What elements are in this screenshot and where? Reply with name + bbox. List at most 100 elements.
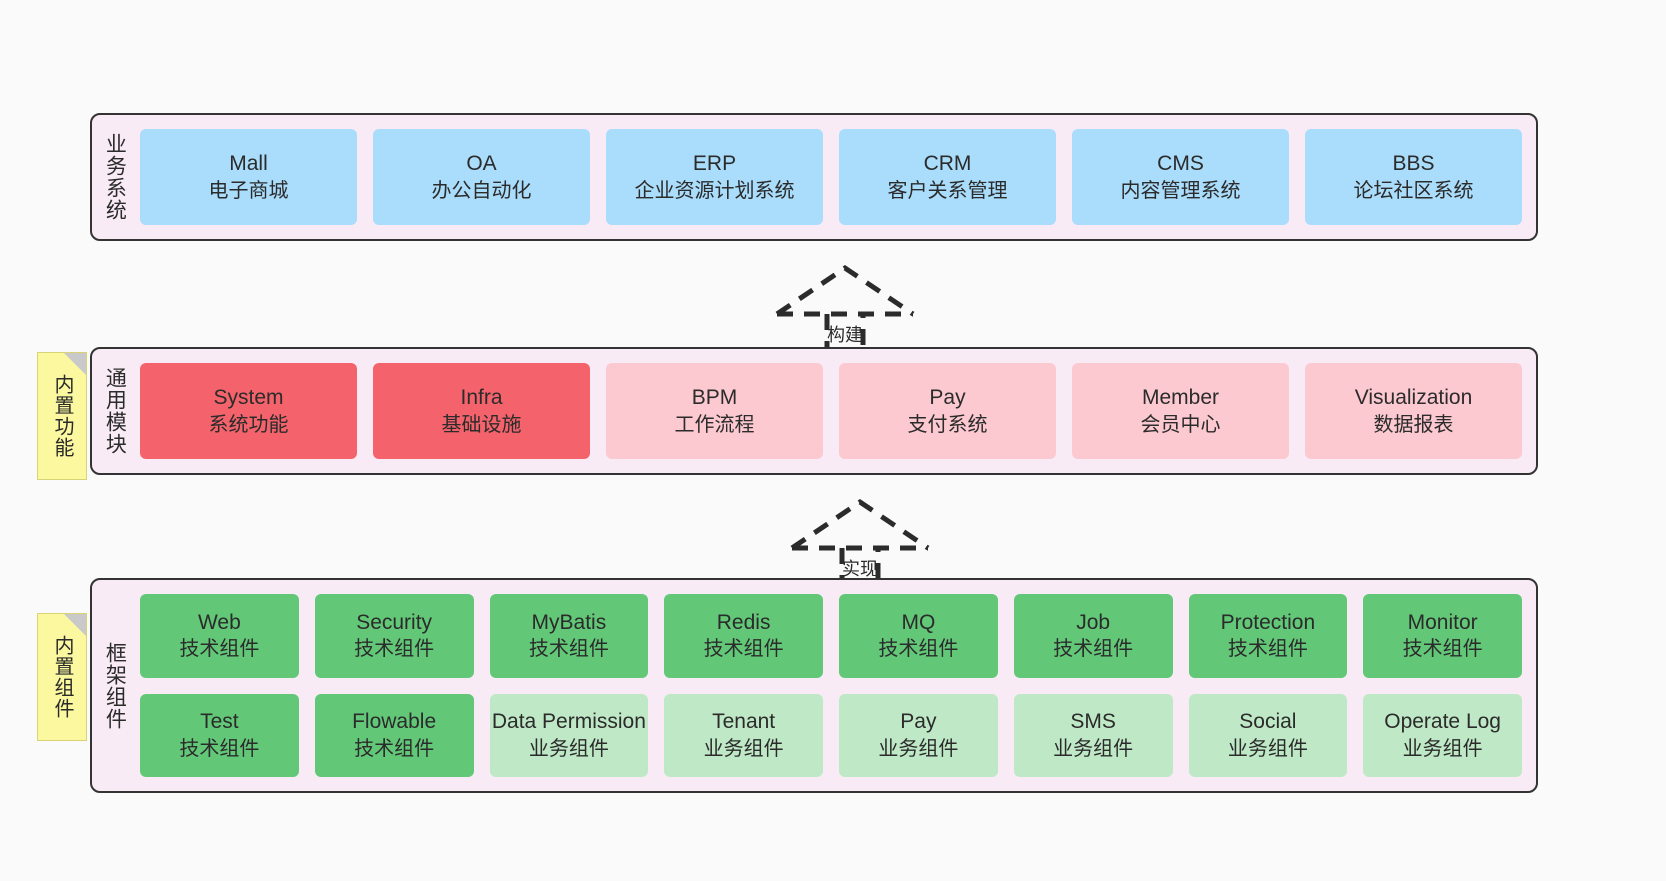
card-redis[interactable]: Redis 技术组件	[664, 594, 823, 678]
layer-title-framework-component: 框架组件	[103, 641, 127, 730]
card-title: CMS	[1157, 151, 1204, 175]
card-subtitle: 办公自动化	[431, 179, 532, 202]
card-bbs[interactable]: BBS 论坛社区系统	[1305, 129, 1522, 225]
card-row: Mall 电子商城 OA 办公自动化 ERP 企业资源计划系统 CRM 客户关系…	[140, 129, 1522, 225]
card-title: CRM	[923, 151, 972, 175]
card-subtitle: 业务组件	[1053, 737, 1134, 760]
layer-framework-component: 框架组件 Web 技术组件 Security 技术组件 MyBatis 技术组件…	[90, 578, 1538, 793]
card-subtitle: 数据报表	[1373, 413, 1454, 436]
card-flowable[interactable]: Flowable 技术组件	[314, 693, 474, 777]
card-tenant[interactable]: Tenant 业务组件	[664, 693, 823, 777]
note-fold-icon	[64, 353, 86, 375]
card-bpm[interactable]: BPM 工作流程	[606, 363, 823, 459]
card-member[interactable]: Member 会员中心	[1072, 363, 1289, 459]
card-title: Web	[197, 610, 241, 634]
card-subtitle: 技术组件	[354, 737, 435, 760]
card-row: Web 技术组件 Security 技术组件 MyBatis 技术组件 Redi…	[140, 594, 1522, 678]
note-fold-icon	[64, 614, 86, 636]
arrow-implement: 实现	[780, 492, 940, 587]
card-title: Mall	[229, 151, 268, 175]
card-title: Member	[1141, 385, 1220, 409]
card-web[interactable]: Web 技术组件	[140, 594, 299, 678]
card-sms[interactable]: SMS 业务组件	[1013, 693, 1173, 777]
layer-business-system: 业务系统 Mall 电子商城 OA 办公自动化 ERP 企业资源计划系统 CRM…	[90, 113, 1538, 241]
card-title: Security	[356, 610, 433, 634]
card-title: ERP	[692, 151, 737, 175]
card-grid-framework-component: Web 技术组件 Security 技术组件 MyBatis 技术组件 Redi…	[136, 580, 1536, 791]
card-title: Tenant	[712, 710, 776, 734]
note-builtin-features: 内置功能	[37, 352, 87, 480]
note-label: 内置功能	[51, 374, 73, 458]
card-title: Flowable	[352, 710, 437, 734]
card-row: Test 技术组件 Flowable 技术组件 Data Permission …	[140, 693, 1522, 777]
card-grid-business-system: Mall 电子商城 OA 办公自动化 ERP 企业资源计划系统 CRM 客户关系…	[136, 115, 1536, 239]
card-pay[interactable]: Pay 支付系统	[839, 363, 1056, 459]
card-grid-common-module: System 系统功能 Infra 基础设施 BPM 工作流程 Pay 支付系统…	[136, 349, 1536, 473]
card-infra[interactable]: Infra 基础设施	[373, 363, 590, 459]
card-title: BPM	[691, 385, 738, 409]
card-subtitle: 技术组件	[878, 638, 959, 661]
card-mq[interactable]: MQ 技术组件	[839, 594, 998, 678]
card-subtitle: 技术组件	[354, 638, 435, 661]
card-monitor[interactable]: Monitor 技术组件	[1363, 594, 1522, 678]
card-protection[interactable]: Protection 技术组件	[1188, 594, 1348, 678]
card-title: Monitor	[1407, 610, 1478, 634]
card-subtitle: 业务组件	[1402, 737, 1483, 760]
card-operate-log[interactable]: Operate Log 业务组件	[1363, 693, 1522, 777]
card-title: Pay	[900, 710, 937, 734]
card-row: System 系统功能 Infra 基础设施 BPM 工作流程 Pay 支付系统…	[140, 363, 1522, 459]
card-subtitle: 技术组件	[179, 737, 260, 760]
card-mybatis[interactable]: MyBatis 技术组件	[489, 594, 649, 678]
card-security[interactable]: Security 技术组件	[314, 594, 474, 678]
card-system[interactable]: System 系统功能	[140, 363, 357, 459]
card-subtitle: 技术组件	[528, 638, 609, 661]
card-subtitle: 客户关系管理	[887, 179, 1008, 202]
card-subtitle: 业务组件	[703, 737, 784, 760]
arrow-label-build: 构建	[827, 325, 863, 345]
layer-common-module: 通用模块 System 系统功能 Infra 基础设施 BPM 工作流程 Pay…	[90, 347, 1538, 475]
card-title: Job	[1076, 610, 1111, 634]
card-mall[interactable]: Mall 电子商城	[140, 129, 357, 225]
card-title: Social	[1239, 710, 1297, 734]
card-subtitle: 论坛社区系统	[1353, 179, 1474, 202]
card-title: BBS	[1392, 151, 1435, 175]
card-subtitle: 系统功能	[208, 413, 289, 436]
card-job[interactable]: Job 技术组件	[1013, 594, 1173, 678]
card-subtitle: 会员中心	[1140, 413, 1221, 436]
card-subtitle: 业务组件	[528, 737, 609, 760]
card-test[interactable]: Test 技术组件	[140, 693, 299, 777]
arrow-label-implement: 实现	[842, 559, 878, 579]
note-builtin-components: 内置组件	[37, 613, 87, 741]
card-subtitle: 支付系统	[907, 413, 988, 436]
card-title: Pay	[929, 385, 966, 409]
card-subtitle: 电子商城	[208, 179, 289, 202]
card-visualization[interactable]: Visualization 数据报表	[1305, 363, 1522, 459]
card-title: Protection	[1220, 610, 1316, 634]
card-pay-component[interactable]: Pay 业务组件	[839, 693, 998, 777]
card-title: MQ	[901, 610, 936, 634]
card-oa[interactable]: OA 办公自动化	[373, 129, 590, 225]
card-subtitle: 内容管理系统	[1120, 179, 1241, 202]
card-title: OA	[466, 151, 497, 175]
card-subtitle: 技术组件	[1402, 638, 1483, 661]
card-data-permission[interactable]: Data Permission 业务组件	[489, 693, 649, 777]
card-social[interactable]: Social 业务组件	[1188, 693, 1348, 777]
layer-title-business-system: 业务系统	[103, 133, 127, 221]
card-erp[interactable]: ERP 企业资源计划系统	[606, 129, 823, 225]
card-crm[interactable]: CRM 客户关系管理	[839, 129, 1056, 225]
card-subtitle: 工作流程	[674, 413, 755, 436]
card-title: MyBatis	[531, 610, 607, 634]
card-subtitle: 技术组件	[1227, 638, 1308, 661]
layer-title-common-module: 通用模块	[103, 367, 127, 455]
card-title: Visualization	[1354, 385, 1473, 409]
card-title: Infra	[460, 385, 503, 409]
card-title: Test	[200, 710, 239, 734]
card-title: Data Permission	[491, 710, 646, 734]
card-subtitle: 技术组件	[179, 638, 260, 661]
card-subtitle: 技术组件	[1053, 638, 1134, 661]
card-title: Redis	[716, 610, 771, 634]
arrow-build: 构建	[765, 258, 925, 353]
card-subtitle: 业务组件	[1227, 737, 1308, 760]
card-cms[interactable]: CMS 内容管理系统	[1072, 129, 1289, 225]
card-subtitle: 技术组件	[703, 638, 784, 661]
